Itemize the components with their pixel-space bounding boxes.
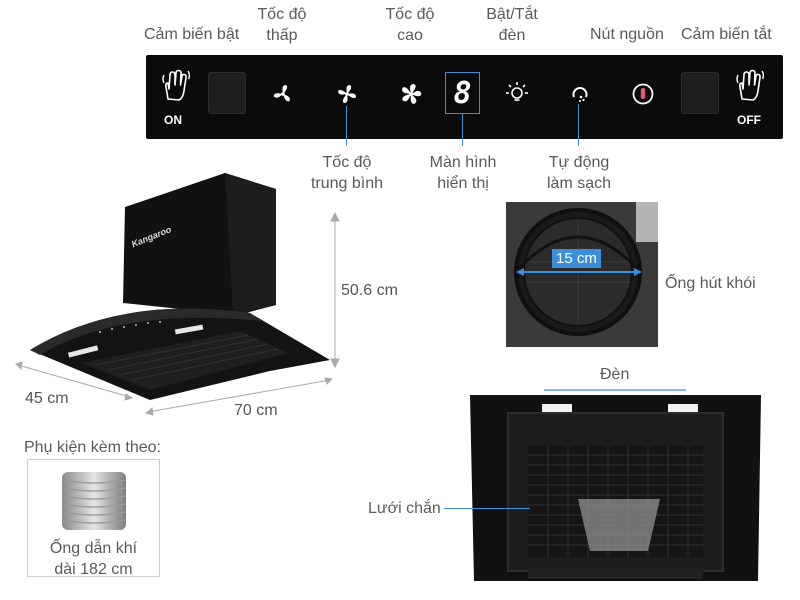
label-sensor-off: Cảm biến tắt xyxy=(681,26,772,43)
leader-speed-medium xyxy=(346,106,347,146)
sensor-off-window xyxy=(681,72,719,114)
exhaust-diameter: 15 cm xyxy=(552,249,601,268)
exhaust-port-photo: 15 cm xyxy=(506,202,658,347)
leader-display xyxy=(462,113,463,146)
label-display: Màn hình hiển thị xyxy=(429,154,497,192)
label-power: Nút nguồn xyxy=(590,26,664,43)
auto-clean-icon[interactable] xyxy=(569,83,591,105)
power-icon[interactable] xyxy=(631,82,655,106)
dimension-depth: 45 cm xyxy=(25,390,69,407)
label-filter: Lưới chắn xyxy=(368,500,441,517)
air-duct-icon xyxy=(61,472,127,530)
label-speed-low: Tốc độ thấp xyxy=(257,6,307,44)
range-hood-illustration xyxy=(15,173,340,416)
label-speed-high: Tốc độ cao xyxy=(385,6,435,44)
label-auto-clean: Tự động làm sạch xyxy=(546,154,612,192)
dimension-width: 70 cm xyxy=(234,402,278,419)
hand-sensor-off-icon xyxy=(736,69,764,101)
control-panel: ON 8 xyxy=(146,55,783,139)
label-speed-medium: Tốc độ trung bình xyxy=(310,154,384,192)
accessory-heading: Phụ kiện kèm theo: xyxy=(24,439,161,456)
exhaust-caption: Ống hút khói xyxy=(665,275,756,292)
hand-sensor-on-icon xyxy=(162,69,190,101)
fan-medium-icon[interactable] xyxy=(336,83,358,105)
leader-auto-clean xyxy=(578,104,579,146)
accessory-caption: Ống dẫn khí dài 182 cm xyxy=(49,540,138,578)
accessory-box: Ống dẫn khí dài 182 cm xyxy=(27,459,160,578)
dimension-height: 50.6 cm xyxy=(341,282,398,299)
sensor-on-window xyxy=(208,72,246,114)
light-bulb-icon[interactable] xyxy=(504,81,530,107)
bottom-view-photo xyxy=(468,391,763,583)
display-frame: 8 xyxy=(445,72,480,114)
on-text: ON xyxy=(164,113,182,127)
label-sensor-on: Cảm biến bật xyxy=(144,26,240,43)
fan-high-icon[interactable] xyxy=(399,82,423,106)
leader-filter xyxy=(444,508,530,509)
fan-low-icon[interactable] xyxy=(272,83,294,105)
label-light-toggle: Bật/Tắt đèn xyxy=(486,6,538,44)
display-digit: 8 xyxy=(453,75,472,111)
label-lights: Đèn xyxy=(600,366,630,383)
off-text: OFF xyxy=(737,113,761,127)
